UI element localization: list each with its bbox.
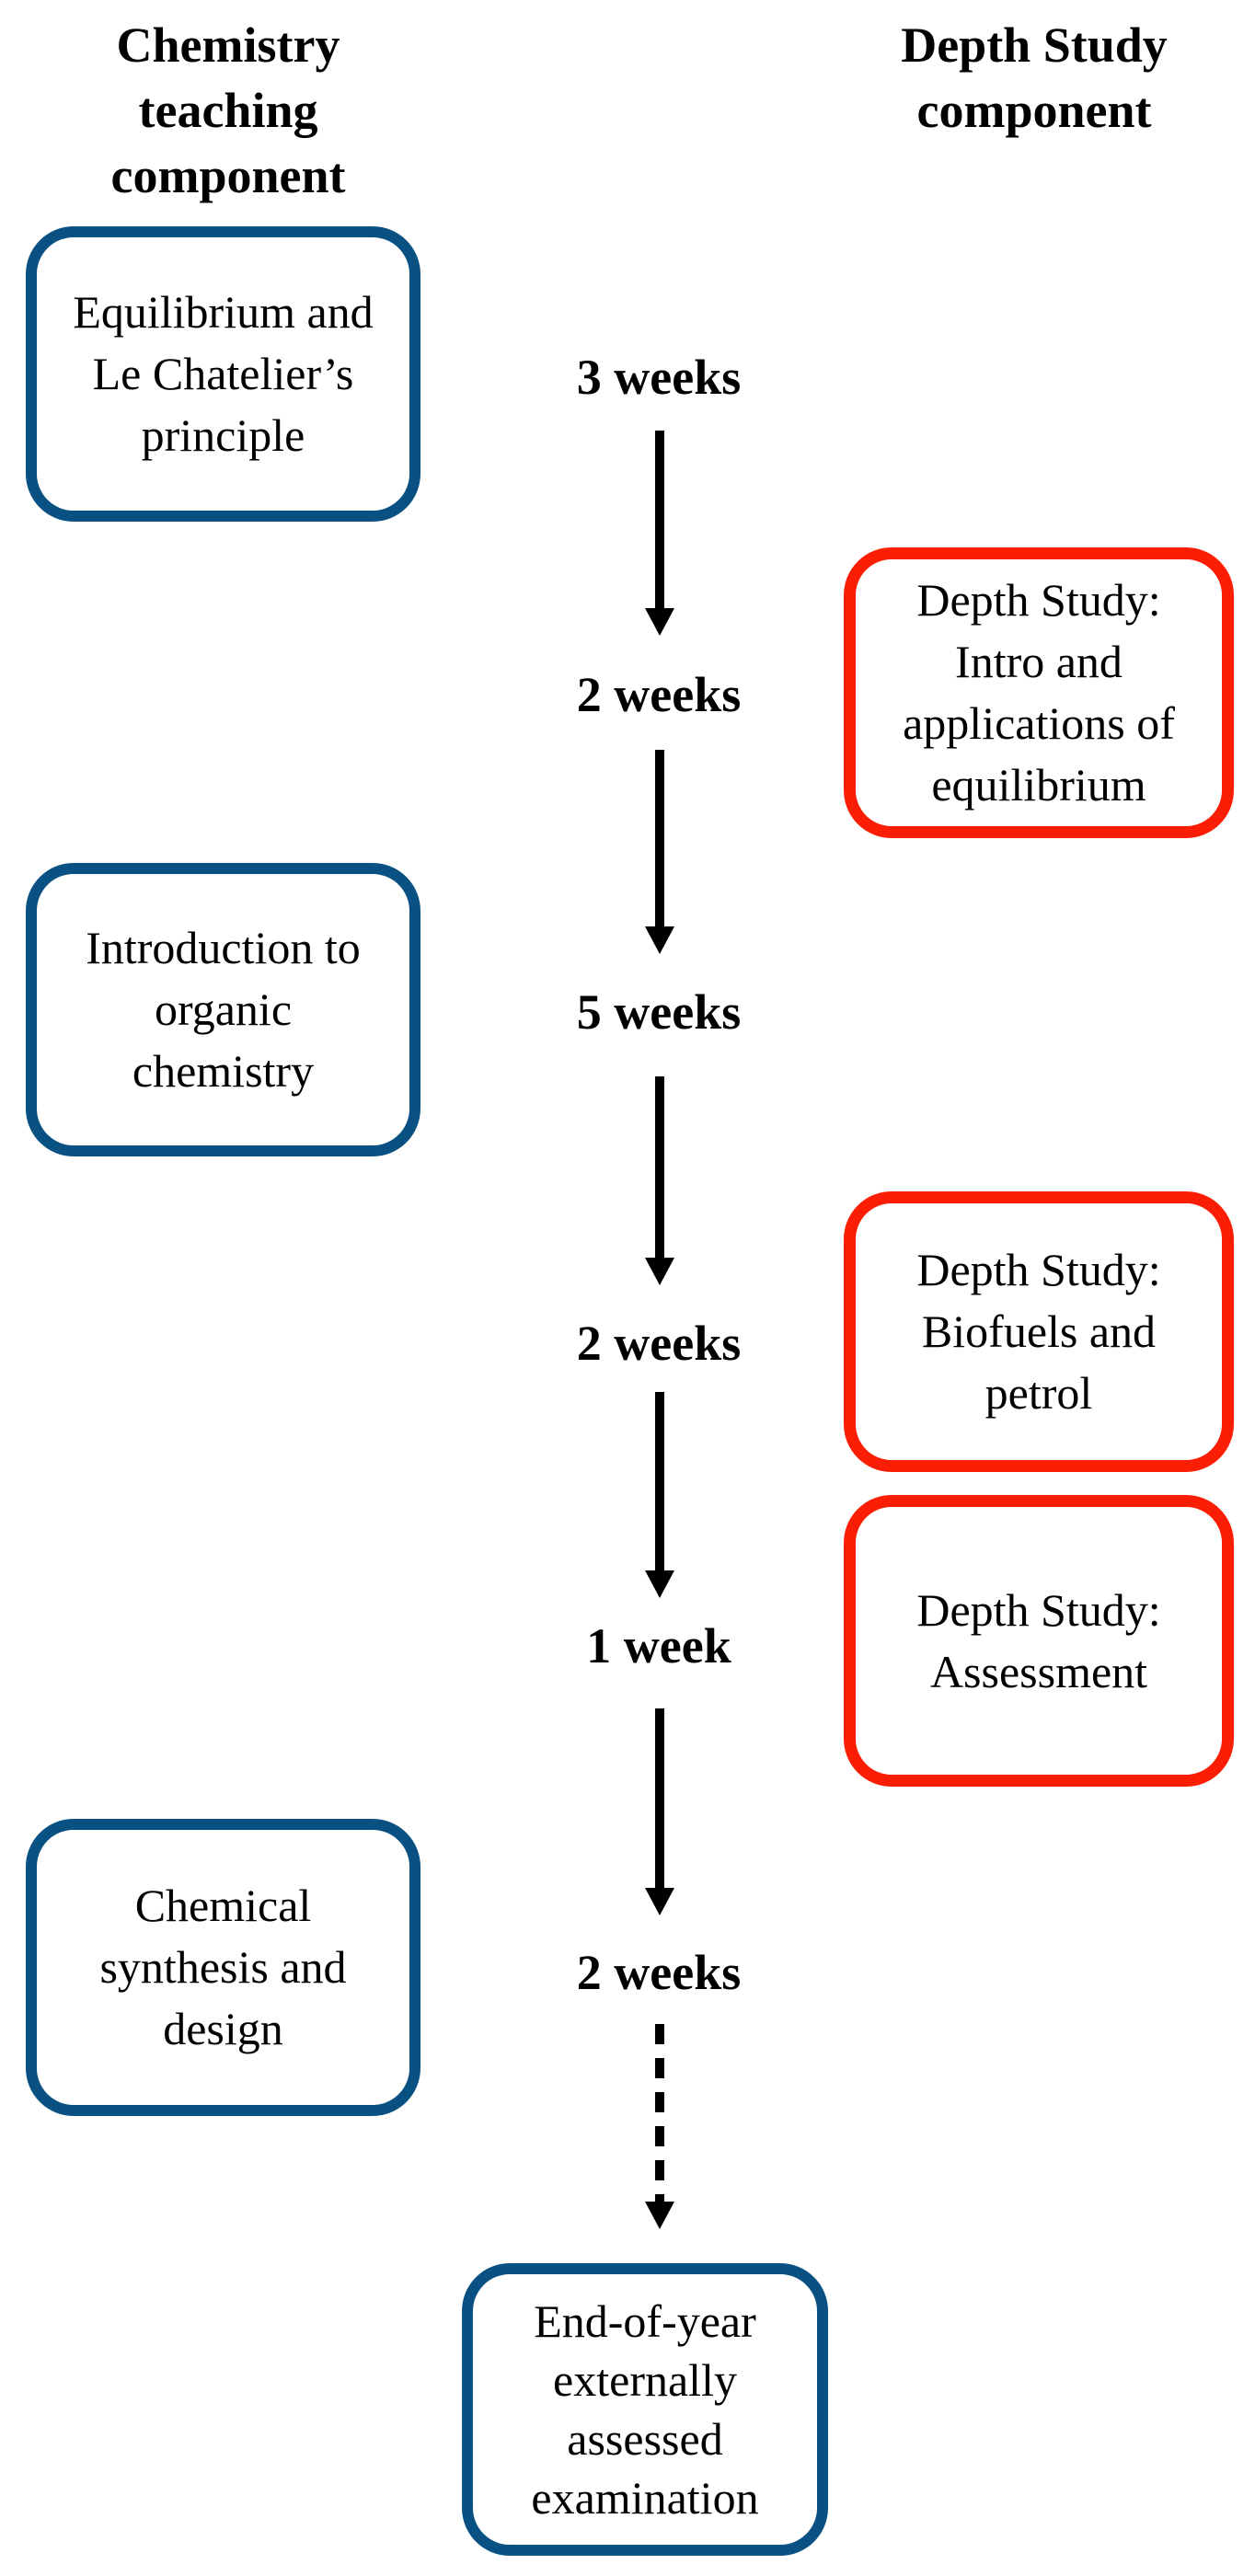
flow-arrow-1-shaft <box>655 431 664 608</box>
depth-box-intro-applications: Depth Study: Intro and applications of e… <box>844 547 1234 838</box>
arrow-head-icon <box>645 926 674 954</box>
arrow-head-icon <box>645 1888 674 1915</box>
depth-box-assessment-label: Depth Study: Assessment <box>916 1583 1161 1697</box>
depth-box-biofuels-petrol-label: Depth Study: Biofuels and petrol <box>916 1244 1161 1419</box>
flow-arrow-5-shaft <box>655 1708 664 1888</box>
teaching-box-organic-chemistry-label: Introduction to organic chemistry <box>86 922 361 1097</box>
teaching-box-organic-chemistry: Introduction to organic chemistry <box>26 863 420 1156</box>
flow-arrow-dashed-shaft <box>655 2024 664 2202</box>
teaching-box-equilibrium-label: Equilibrium and Le Chatelier’s principle <box>73 286 374 461</box>
teaching-box-equilibrium: Equilibrium and Le Chatelier’s principle <box>26 226 420 522</box>
arrow-head-icon <box>645 2202 674 2229</box>
exam-box-label: End-of-year externally assessed examinat… <box>531 2295 759 2524</box>
week-label-2-weeks-c: 2 weeks <box>576 1945 742 2000</box>
flow-arrow-2-shaft <box>655 750 664 926</box>
week-label-3-weeks: 3 weeks <box>576 350 742 405</box>
arrow-head-icon <box>645 1258 674 1285</box>
exam-box: End-of-year externally assessed examinat… <box>462 2263 828 2556</box>
week-label-2-weeks-a: 2 weeks <box>576 667 742 722</box>
column-header-chemistry-teaching: Chemistry teaching component <box>110 17 346 203</box>
arrow-head-icon <box>645 1570 674 1598</box>
week-label-1-week: 1 week <box>586 1618 731 1673</box>
depth-box-assessment: Depth Study: Assessment <box>844 1495 1234 1787</box>
flow-arrow-3-shaft <box>655 1076 664 1258</box>
flow-arrow-4-shaft <box>655 1392 664 1570</box>
teaching-box-chemical-synthesis: Chemical synthesis and design <box>26 1819 420 2116</box>
column-header-depth-study: Depth Study component <box>901 17 1168 138</box>
teaching-box-chemical-synthesis-label: Chemical synthesis and design <box>99 1880 347 2054</box>
depth-box-biofuels-petrol: Depth Study: Biofuels and petrol <box>844 1191 1234 1472</box>
arrow-head-icon <box>645 608 674 636</box>
week-label-2-weeks-b: 2 weeks <box>576 1316 742 1371</box>
week-label-5-weeks: 5 weeks <box>576 984 742 1040</box>
depth-box-intro-applications-label: Depth Study: Intro and applications of e… <box>903 574 1175 811</box>
